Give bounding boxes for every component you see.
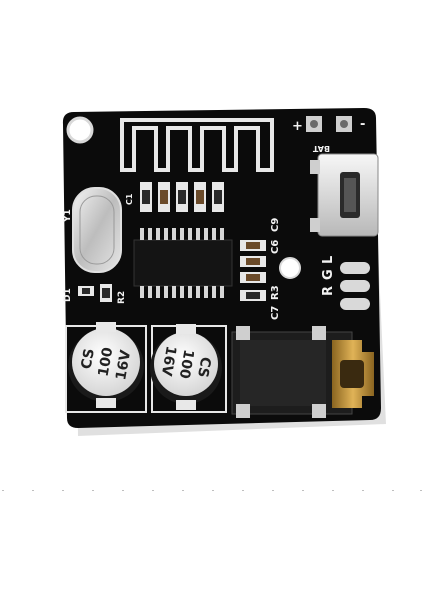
c6-label: C6 [270, 240, 281, 254]
capacitor-left: CS 100 16V [68, 322, 144, 408]
svg-text:CS: CS [194, 356, 213, 379]
plus-label: + [292, 119, 303, 134]
y1-label: Y1 [63, 209, 73, 223]
bat-label: BAT [312, 144, 330, 153]
svg-text:16V: 16V [158, 345, 179, 378]
svg-text:16V: 16V [113, 349, 134, 382]
crystal-y1 [72, 187, 122, 273]
svg-text:100: 100 [96, 346, 117, 378]
smd-capacitors-right [240, 240, 266, 301]
r2-label: R2 [117, 291, 127, 304]
pcb-antenna [120, 118, 274, 172]
dotted-line [2, 490, 422, 491]
mounting-hole [66, 116, 94, 144]
smd-resistor-row [140, 182, 224, 212]
minus-label: - [360, 117, 365, 132]
d1-label: D1 [63, 288, 73, 302]
audio-out-pads [340, 262, 370, 310]
l-label: L [321, 256, 336, 264]
svg-text:CS: CS [79, 347, 98, 370]
audio-jack [231, 326, 374, 418]
c1-label: C1 [125, 193, 134, 205]
r-label: R [321, 286, 336, 296]
r3-label: R3 [270, 285, 281, 300]
svg-text:100: 100 [176, 348, 197, 380]
c7-label: C7 [270, 306, 281, 320]
c9-label: C9 [270, 218, 281, 232]
g-label: G [321, 269, 336, 280]
board-hole [279, 257, 301, 279]
capacitor-right: CS 100 16V [150, 324, 222, 410]
main-ic-chip [133, 228, 233, 298]
